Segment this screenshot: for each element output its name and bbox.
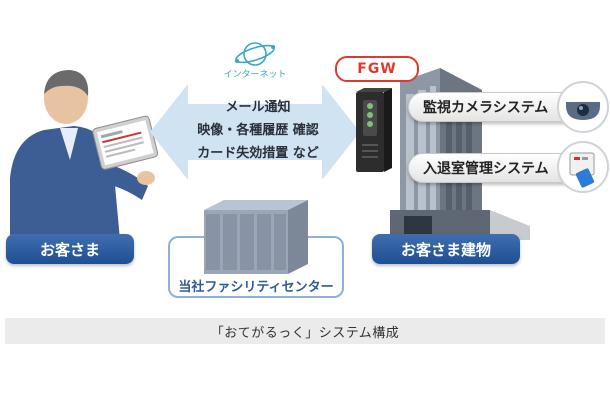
arrow-line-2: 映像・各種履歴 確認 (197, 123, 319, 138)
datacenter-label: 当社ファシリティセンター (178, 280, 334, 295)
access-system-label: 入退室管理システム (423, 161, 549, 177)
fgw-device-icon (356, 88, 392, 172)
building-label: お客さま建物 (372, 234, 520, 264)
server-rack-icon (204, 200, 308, 274)
camera-icon (557, 81, 609, 133)
internet-globe-icon (235, 42, 275, 66)
diagram-caption: 「おてがるっく」システム構成 (5, 318, 605, 344)
arrow-text: メール通知 映像・各種履歴 確認 カード失効措置 など (178, 96, 338, 165)
camera-system-label: 監視カメラシステム (423, 100, 549, 116)
card-reader-icon (557, 141, 609, 193)
internet-label: インターネット (223, 70, 287, 80)
arrow-line-3: カード失効措置 など (197, 146, 319, 161)
bidirectional-arrow (150, 84, 360, 180)
customer-illustration (10, 70, 159, 240)
fgw-badge: FGW (335, 56, 419, 82)
camera-system-box: 監視カメラシステム (408, 92, 568, 122)
building-illustration (390, 68, 530, 240)
arrow-line-1: メール通知 (225, 100, 291, 115)
access-system-box: 入退室管理システム (408, 153, 568, 183)
customer-label: お客さま (6, 234, 134, 264)
